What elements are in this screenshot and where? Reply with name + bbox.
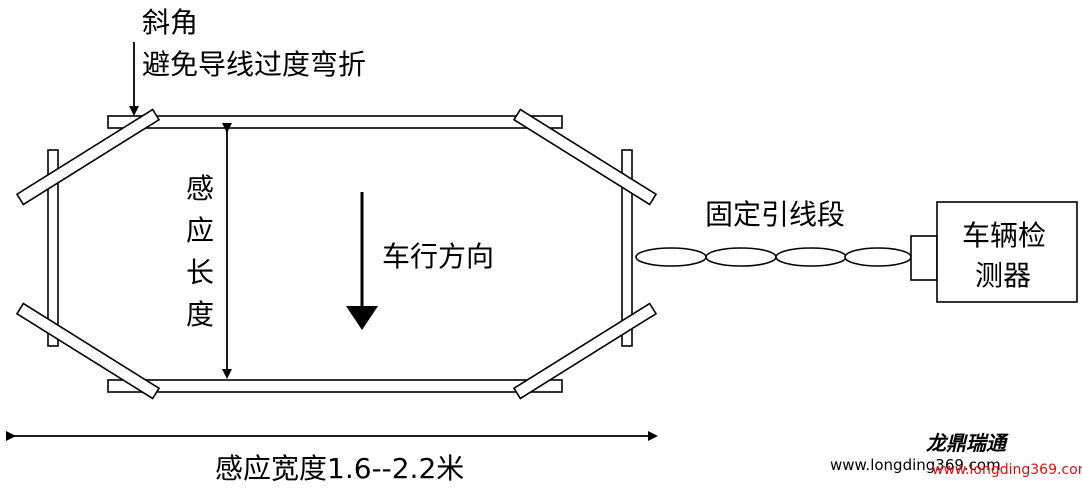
sense-width-label: 感应宽度1.6--2.2米 [215, 452, 464, 485]
loop-corner-rod-top-left [15, 108, 161, 206]
detector-label-line2: 测器 [975, 259, 1031, 292]
loop-left-rod [47, 149, 59, 347]
vehicle-detector-box [936, 201, 1078, 303]
corner-title: 斜角 [142, 6, 198, 39]
watermark-url-black: www.longding369.com [830, 456, 1001, 474]
detector-connector [910, 235, 938, 281]
twisted-lead-segment [635, 247, 912, 267]
sense-length-char-1: 感 [186, 172, 214, 205]
loop-right-rod [621, 149, 633, 347]
sense-length-char-2: 应 [186, 214, 214, 247]
watermark-url-red: www.longding369.com [932, 462, 1082, 478]
loop-corner-rod-top-right [512, 108, 658, 206]
loop-corner-rod-bottom-right [512, 302, 658, 400]
corner-description: 避免导线过度弯折 [142, 48, 366, 81]
travel-direction-arrowhead-icon [346, 306, 378, 330]
detector-label-line1: 车辆检 [962, 219, 1046, 252]
loop-top-rod [107, 115, 563, 129]
sense-length-char-4: 度 [186, 298, 214, 331]
loop-corner-rod-bottom-left [15, 302, 161, 400]
loop-bottom-rod [107, 379, 563, 393]
sense-length-char-3: 长 [186, 256, 214, 289]
travel-direction-label: 车行方向 [382, 240, 494, 273]
watermark-brand: 龙鼎瑞通 [926, 431, 1009, 455]
lead-segment-label: 固定引线段 [705, 198, 845, 231]
